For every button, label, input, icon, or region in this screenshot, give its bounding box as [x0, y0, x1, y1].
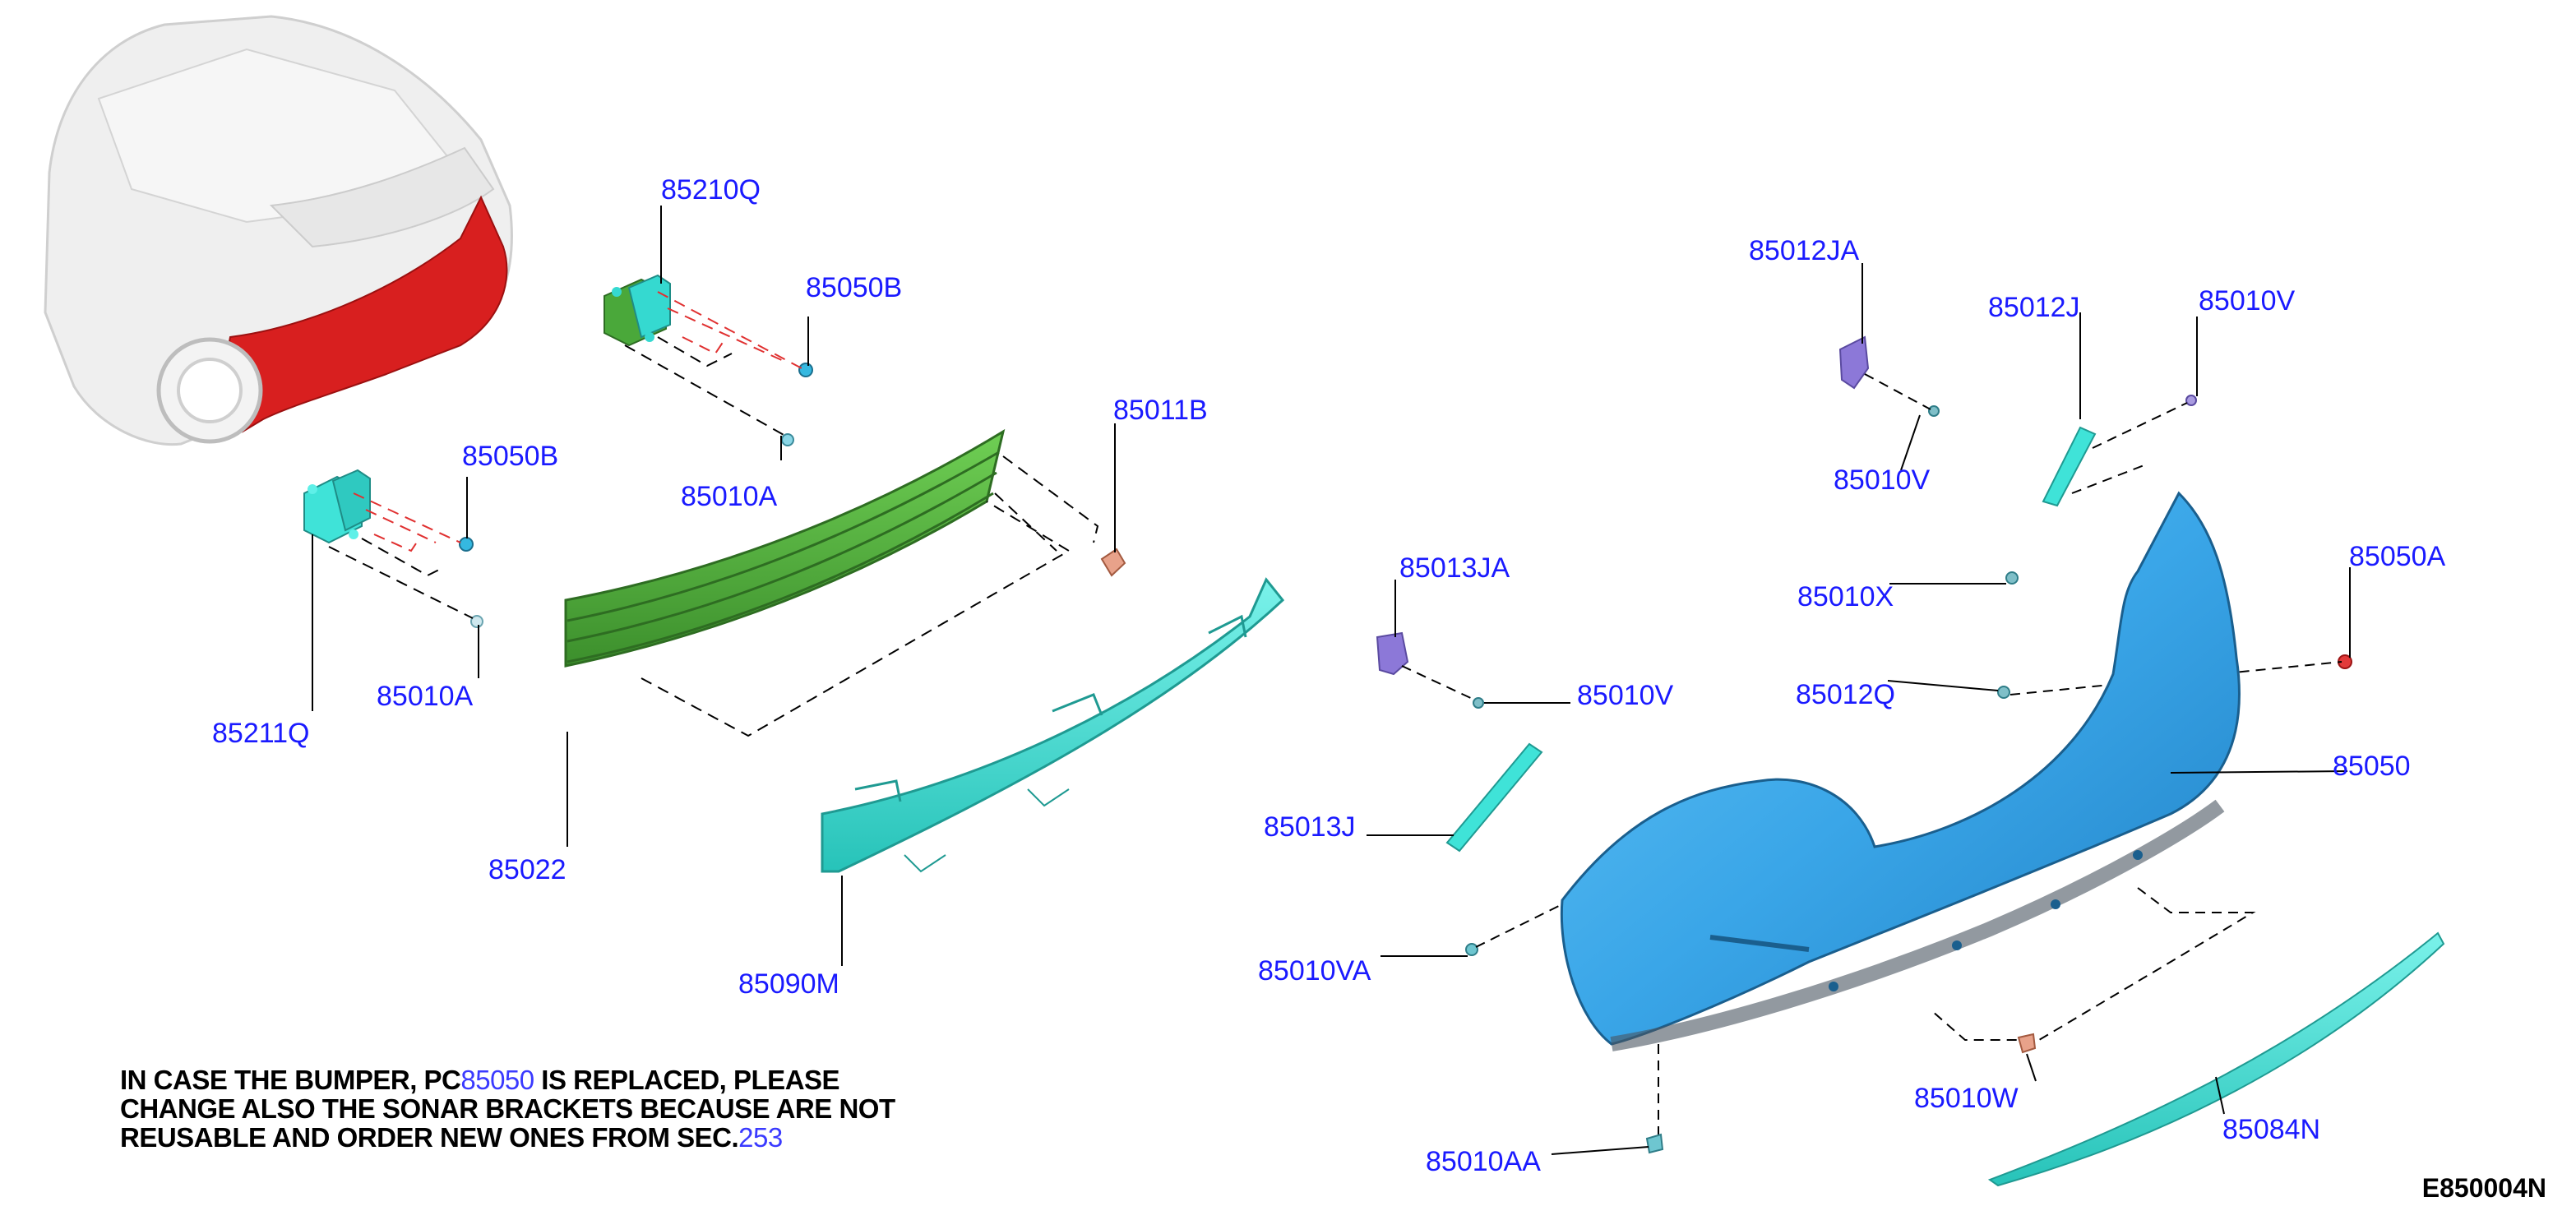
sonar-bracket-lower [303, 469, 371, 544]
callout-85050A[interactable]: 85050A [2349, 541, 2446, 572]
callout-85011B[interactable]: 85011B [1113, 395, 1208, 426]
callout-85010V-right[interactable]: 85010V [2199, 285, 2296, 317]
callout-85010W[interactable]: 85010W [1914, 1083, 2019, 1114]
clip-85011B [1100, 548, 1126, 577]
clip-85010X [2005, 571, 2019, 585]
note-ref-253[interactable]: 253 [738, 1122, 783, 1153]
clip-85010W [2017, 1033, 2037, 1054]
bracket-85012J [2042, 426, 2097, 507]
bracket-85013JA [1376, 631, 1409, 676]
sonar-bracket-upper [604, 274, 671, 347]
leader-dashes-lower-red [353, 492, 461, 552]
callout-85013J[interactable]: 85013J [1264, 811, 1356, 843]
note-line-3: REUSABLE AND ORDER NEW ONES FROM SEC.253 [120, 1122, 783, 1153]
bracket-85012JA [1838, 335, 1870, 390]
clip-85050B-lower [459, 537, 474, 552]
bumper-cover-85050 [1560, 491, 2241, 1051]
bumper-reinforcement-85022 [564, 428, 1006, 668]
replacement-note: IN CASE THE BUMPER, PC85050 IS REPLACED,… [120, 1065, 895, 1152]
figure-code: E850004N [2421, 1173, 2546, 1203]
bracket-85013J [1445, 742, 1543, 853]
callout-85013JA[interactable]: 85013JA [1399, 552, 1510, 584]
leader-dashes-lower-black [328, 538, 474, 619]
leader-dashes-upper-red [657, 291, 802, 369]
callout-85010X[interactable]: 85010X [1797, 581, 1894, 612]
callout-85211Q[interactable]: 85211Q [212, 718, 309, 749]
leader-dashes-upper-black [624, 336, 786, 437]
callout-85010AA[interactable]: 85010AA [1426, 1146, 1541, 1177]
clip-85010A-upper [781, 433, 794, 446]
garnish-85084N [1987, 931, 2445, 1187]
callout-85090M[interactable]: 85090M [738, 968, 839, 1000]
note-line-2: CHANGE ALSO THE SONAR BRACKETS BECAUSE A… [120, 1093, 895, 1124]
reinforcement-dashes [641, 455, 1099, 737]
clip-85012Q [1997, 686, 2010, 699]
energy-absorber-85090M [821, 577, 1285, 873]
clip-85050B-upper [798, 363, 813, 377]
callout-85050B-upper[interactable]: 85050B [806, 272, 902, 303]
callout-85010VA[interactable]: 85010VA [1258, 955, 1371, 987]
callout-85050B-lower[interactable]: 85050B [462, 441, 558, 472]
vehicle-overview-illustration [44, 15, 513, 446]
leader-lines [312, 206, 2351, 1155]
clip-85010V-left [1473, 697, 1484, 709]
callout-85084N[interactable]: 85084N [2222, 1114, 2320, 1145]
callout-labels: 85210Q 85050B 85010A 85050B 85211Q 85010… [212, 174, 2446, 1177]
callout-85050[interactable]: 85050 [2333, 751, 2411, 782]
callout-85010A-lower[interactable]: 85010A [377, 681, 474, 712]
callout-85022[interactable]: 85022 [488, 854, 567, 885]
callout-85210Q[interactable]: 85210Q [661, 174, 761, 206]
callout-85012J[interactable]: 85012J [1988, 292, 2080, 323]
callout-85010A-upper[interactable]: 85010A [681, 481, 778, 512]
note-line-1: IN CASE THE BUMPER, PC85050 IS REPLACED,… [120, 1065, 840, 1095]
clip-85010AA [1645, 1133, 1664, 1154]
clip-85010VA [1465, 943, 1478, 956]
clip-85010V-right [2185, 395, 2197, 406]
callout-85010V-mid[interactable]: 85010V [1834, 464, 1931, 496]
callout-85010V-left[interactable]: 85010V [1577, 680, 1674, 711]
clip-85010V-mid [1928, 405, 1940, 417]
callout-85012JA[interactable]: 85012JA [1749, 235, 1860, 266]
note-ref-85050[interactable]: 85050 [460, 1065, 534, 1095]
callout-85012Q[interactable]: 85012Q [1796, 679, 1895, 710]
clip-85010A-lower [470, 615, 483, 628]
